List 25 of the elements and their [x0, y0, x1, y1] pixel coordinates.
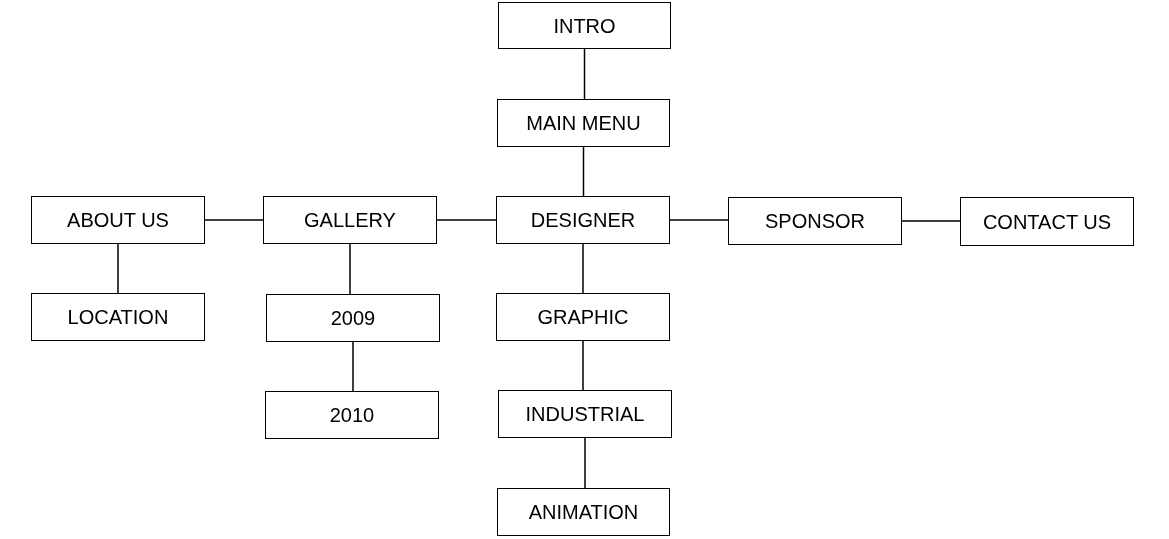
menu-box: INDUSTRIAL — [498, 390, 672, 438]
menu-box: GRAPHIC — [496, 293, 670, 341]
connector-line — [669, 219, 729, 221]
connector-line — [582, 340, 584, 391]
menu-box: CONTACT US — [960, 197, 1134, 246]
connector-line — [584, 437, 586, 489]
menu-box: MAIN MENU — [497, 99, 670, 147]
connector-line — [582, 243, 584, 294]
menu-box: ANIMATION — [497, 488, 670, 536]
connector-line — [582, 146, 585, 197]
connector-line — [583, 48, 586, 100]
connector-line — [204, 219, 264, 221]
menu-box: 2010 — [265, 391, 439, 439]
connector-line — [117, 243, 119, 294]
menu-box: LOCATION — [31, 293, 205, 341]
menu-box: GALLERY — [263, 196, 437, 244]
menu-box: INTRO — [498, 2, 671, 49]
connector-line — [901, 220, 961, 222]
menu-box: 2009 — [266, 294, 440, 342]
connector-line — [352, 341, 354, 392]
menu-box: SPONSOR — [728, 197, 902, 245]
connector-line — [349, 243, 351, 295]
connector-line — [436, 219, 497, 221]
menu-box: ABOUT US — [31, 196, 205, 244]
menu-box: DESIGNER — [496, 196, 670, 244]
